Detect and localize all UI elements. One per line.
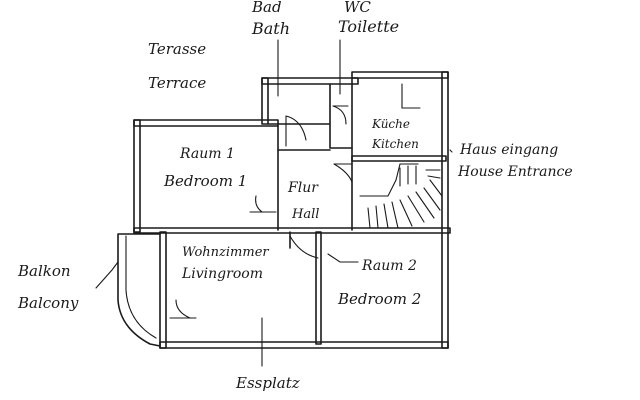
label-bedroom2: Bedroom 2: [337, 290, 421, 308]
staircase: [359, 163, 443, 229]
label-bedroom1: Bedroom 1: [163, 172, 247, 190]
label-balcony: Balcony: [17, 294, 79, 312]
label-wc: WC: [344, 0, 371, 16]
label-hall: Hall: [291, 207, 319, 222]
label-hauseingang: Haus eingang: [459, 142, 558, 158]
label-balkon: Balkon: [17, 262, 71, 280]
room-labels: Bad Bath WC Toilette Terasse Terrace Rau…: [17, 0, 573, 392]
label-flur: Flur: [287, 180, 319, 196]
balcony: [95, 233, 161, 347]
door-swings: [169, 83, 421, 343]
interior-walls: [267, 77, 353, 249]
label-bad: Bad: [251, 0, 282, 16]
label-livingroom: Livingroom: [181, 266, 263, 282]
label-terasse: Terasse: [148, 40, 206, 58]
label-kuche: Küche: [371, 117, 410, 131]
label-essplatz: Essplatz: [235, 374, 300, 392]
label-toilette: Toilette: [338, 17, 399, 36]
label-wohnzimmer: Wohnzimmer: [182, 245, 269, 260]
label-raum2: Raum 2: [361, 258, 417, 274]
label-house-entrance: House Entrance: [457, 164, 573, 180]
label-terrace: Terrace: [148, 74, 206, 92]
label-raum1: Raum 1: [179, 146, 235, 162]
leader-lines: [261, 39, 453, 367]
label-kitchen: Kitchen: [371, 137, 419, 151]
label-bath: Bath: [251, 19, 290, 38]
